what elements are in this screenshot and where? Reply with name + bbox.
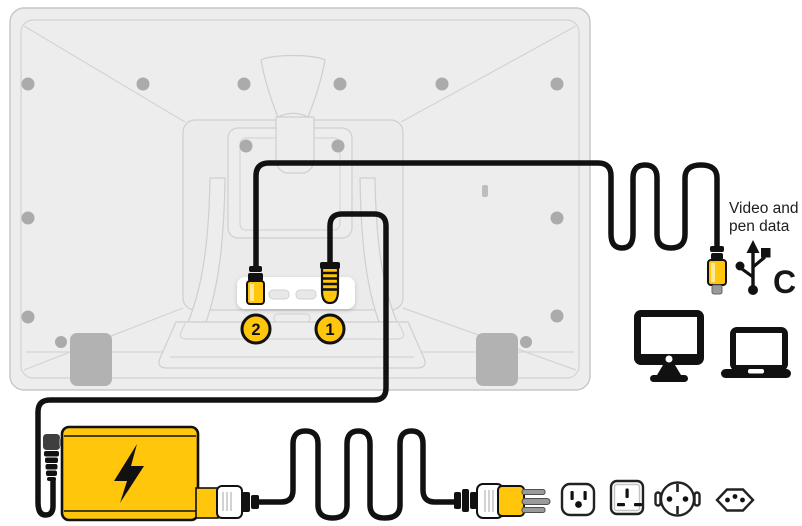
stand-base — [158, 321, 426, 369]
appliance-plug-icon — [216, 485, 259, 519]
video-label-line-2: pen data — [729, 218, 790, 235]
video-label-line-1: Video and — [729, 200, 799, 217]
connector-port-1 — [320, 262, 340, 305]
cable-guide-slot — [273, 313, 311, 323]
display-feet — [70, 333, 518, 386]
laptop-icon — [721, 327, 791, 378]
usb-type-letter: C — [773, 264, 796, 300]
power-adapter — [43, 425, 259, 522]
outlet-icons — [560, 479, 755, 517]
screw-holes — [21, 77, 564, 348]
usb-trident-icon — [735, 240, 771, 295]
badge-step-2: 2 — [240, 313, 272, 345]
badge-step-2-number: 2 — [251, 321, 260, 339]
adapter-inlet — [195, 487, 219, 519]
uk-outlet-icon — [609, 479, 645, 516]
video-cable — [253, 160, 720, 271]
badge-step-1: 1 — [314, 313, 346, 345]
video-data-label: Video and pen data — [729, 200, 799, 235]
us-outlet-icon — [560, 482, 596, 517]
badge-step-1-number: 1 — [325, 321, 334, 339]
usb-c-connector-icon — [707, 246, 727, 295]
connector-port-2 — [246, 266, 265, 305]
lightning-bolt-icon — [114, 444, 144, 503]
schuko-outlet-icon — [654, 481, 701, 517]
swiss-outlet-icon — [715, 488, 755, 512]
us-power-plug-icon — [454, 483, 551, 519]
display-back — [9, 7, 591, 391]
power-cable — [35, 211, 389, 518]
ac-power-cord — [255, 428, 459, 521]
port-socket — [295, 289, 317, 300]
desktop-monitor-icon — [634, 310, 704, 382]
port-socket — [268, 289, 290, 300]
